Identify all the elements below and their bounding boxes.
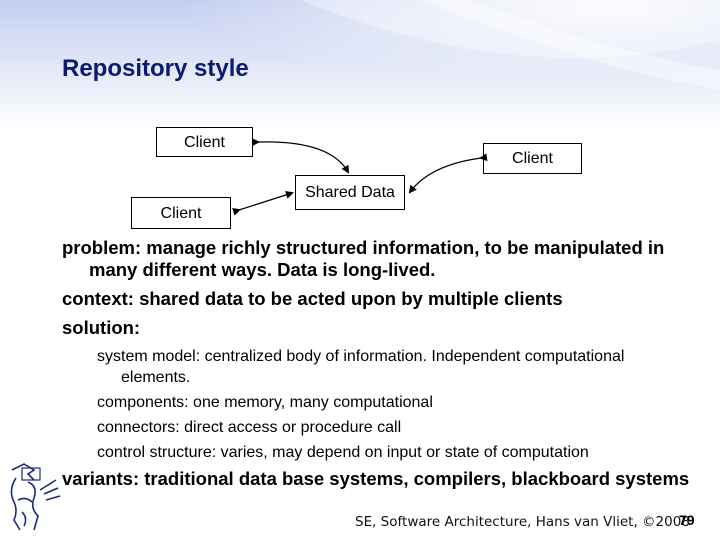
sub-item-components: components: one memory, many computation… xyxy=(97,394,433,411)
slide-title: Repository style xyxy=(62,55,249,82)
page-number: 79 xyxy=(679,512,695,528)
sub-item-system-model: system model: centralized body of inform… xyxy=(97,348,625,386)
vu-griffin-logo-icon xyxy=(10,463,61,531)
variants-text: variants: traditional data base systems,… xyxy=(62,468,690,489)
problem-text: problem: manage richly structured inform… xyxy=(62,237,665,280)
sub-item-control-structure: control structure: varies, may depend on… xyxy=(97,444,589,461)
context-text: context: shared data to be acted upon by… xyxy=(62,288,563,309)
slide-body: problem: manage richly structured inform… xyxy=(62,237,692,490)
client-box-top: Client xyxy=(156,127,253,157)
solution-sublist: system model: centralized body of inform… xyxy=(97,346,692,463)
arrow-left-client-shared xyxy=(232,191,294,216)
sub-item-connectors: connectors: direct access or procedure c… xyxy=(97,419,402,436)
shared-data-box: Shared Data xyxy=(295,175,405,210)
client-box-left: Client xyxy=(131,197,231,229)
solution-label: solution: xyxy=(62,317,141,338)
arrow-top-client-shared xyxy=(251,138,349,174)
client-box-right: Client xyxy=(483,143,582,174)
arrow-right-client-shared xyxy=(408,153,488,194)
footer-text: SE, Software Architecture, Hans van Vlie… xyxy=(355,514,690,530)
